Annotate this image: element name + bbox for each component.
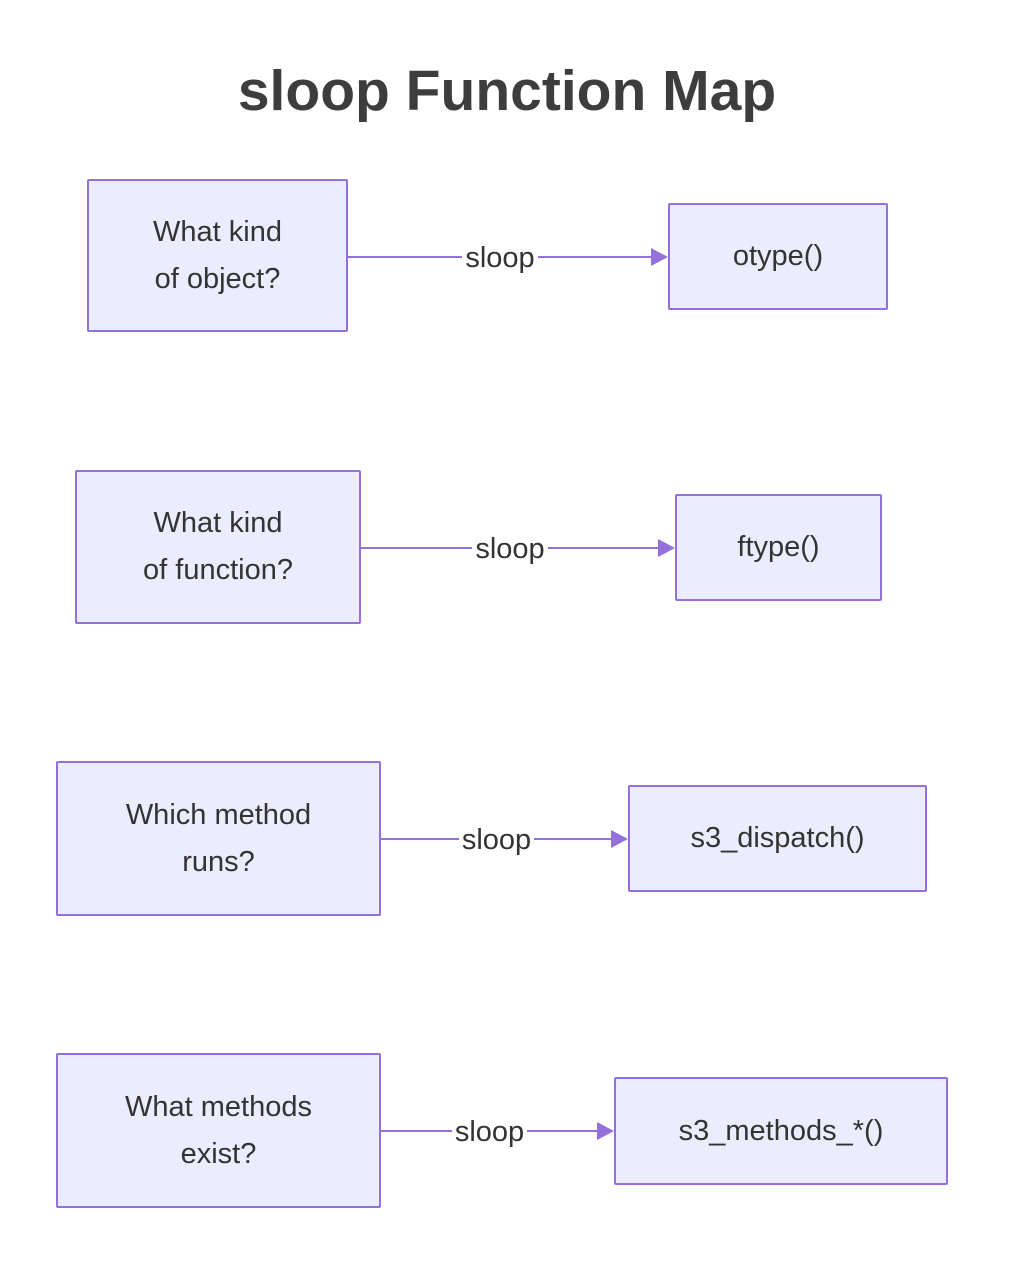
arrowhead-icon — [658, 539, 676, 557]
function-node-ftype: ftype() — [675, 494, 882, 601]
edge-arrow-3: sloop — [381, 821, 629, 857]
arrowhead-icon — [651, 248, 669, 266]
edge-label: sloop — [465, 241, 535, 274]
edge-label: sloop — [461, 823, 532, 856]
edge-line — [547, 547, 660, 549]
function-node-otype: otype() — [668, 203, 888, 310]
edge-label: sloop — [475, 532, 545, 565]
question-node-function: What kind of function? — [75, 470, 361, 624]
edge-line — [381, 1130, 452, 1132]
function-node-s3-dispatch: s3_dispatch() — [628, 785, 927, 892]
edge-line — [527, 1130, 599, 1132]
edge-line — [537, 256, 653, 258]
arrowhead-icon — [597, 1122, 615, 1140]
arrowhead-icon — [611, 830, 629, 848]
edge-line — [361, 547, 473, 549]
diagram-title: sloop Function Map — [237, 59, 777, 123]
edge-arrow-4: sloop — [381, 1113, 615, 1149]
function-node-s3-methods: s3_methods_*() — [614, 1077, 948, 1185]
edge-line — [348, 256, 463, 258]
edge-line — [534, 838, 613, 840]
edge-arrow-1: sloop — [348, 239, 669, 275]
question-node-object: What kind of object? — [87, 179, 348, 332]
edge-line — [381, 838, 459, 840]
edge-label: sloop — [454, 1115, 525, 1148]
edge-arrow-2: sloop — [361, 530, 676, 566]
question-node-method-runs: Which method runs? — [56, 761, 381, 916]
question-node-methods-exist: What methods exist? — [56, 1053, 381, 1208]
